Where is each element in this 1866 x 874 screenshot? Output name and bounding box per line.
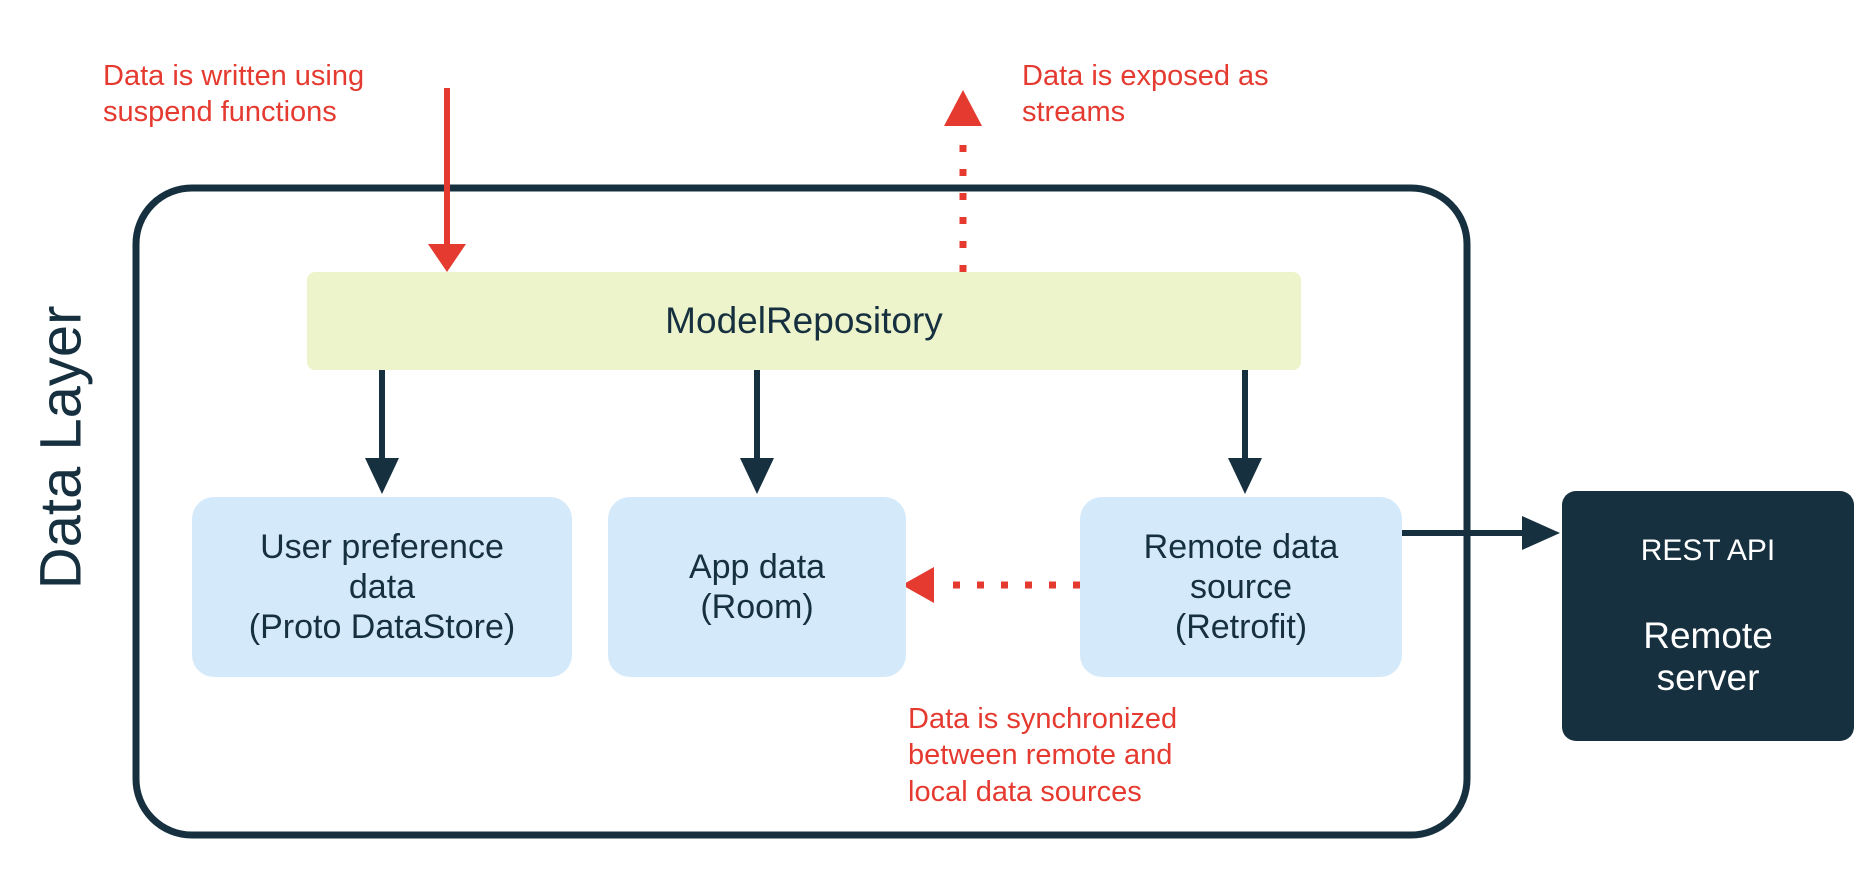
node-remote-data-source-line-2: source [1189, 567, 1293, 606]
node-user-preference-line-1: User preference [260, 527, 504, 566]
node-app-data-text: App data (Room) [689, 547, 825, 627]
node-remote-server-api-label: REST API [1640, 534, 1776, 568]
remote-to-app-data-arrow [902, 567, 1080, 603]
node-remote-data-source[interactable]: Remote data source (Retrofit) [1080, 497, 1402, 677]
repo-to-app-data-arrow [740, 370, 774, 494]
node-remote-server-line-1: Remote [1643, 614, 1773, 656]
node-user-preference-data-text: User preference data (Proto DataStore) [249, 527, 515, 647]
remote-to-server-arrow [1402, 516, 1560, 550]
repo-to-preference-arrow [365, 370, 399, 494]
node-app-data-line-2: (Room) [700, 588, 814, 626]
node-user-preference-line-2: data [348, 567, 416, 606]
node-remote-data-source-line-1: Remote data [1143, 527, 1339, 566]
node-model-repository[interactable]: ModelRepository [307, 272, 1301, 370]
annotation-data-written: Data is written using suspend functions [103, 60, 365, 129]
node-remote-server-name: Remote server [1643, 615, 1773, 699]
data-layer-label: Data Layer [28, 305, 94, 590]
node-app-data[interactable]: App data (Room) [608, 497, 906, 677]
node-app-data-line-1: App data [688, 547, 826, 586]
node-user-preference-data[interactable]: User preference data (Proto DataStore) [192, 497, 572, 677]
data-layer-container [132, 184, 1471, 839]
node-remote-data-source-line-3: (Retrofit) [1174, 608, 1308, 647]
repo-to-remote-arrow [1228, 370, 1262, 494]
write-arrow [428, 88, 466, 272]
node-remote-server[interactable]: REST API Remote server [1562, 491, 1854, 741]
annotation-data-synchronized: Data is synchronized between remote and … [908, 703, 1178, 808]
stream-arrow [944, 90, 982, 272]
node-remote-data-source-text: Remote data source (Retrofit) [1144, 527, 1339, 647]
node-remote-server-line-2: server [1656, 656, 1760, 698]
annotation-data-exposed: Data is exposed as streams [1022, 60, 1269, 129]
node-user-preference-line-3: (Proto DataStore) [248, 608, 516, 647]
node-model-repository-label: ModelRepository [665, 300, 943, 342]
